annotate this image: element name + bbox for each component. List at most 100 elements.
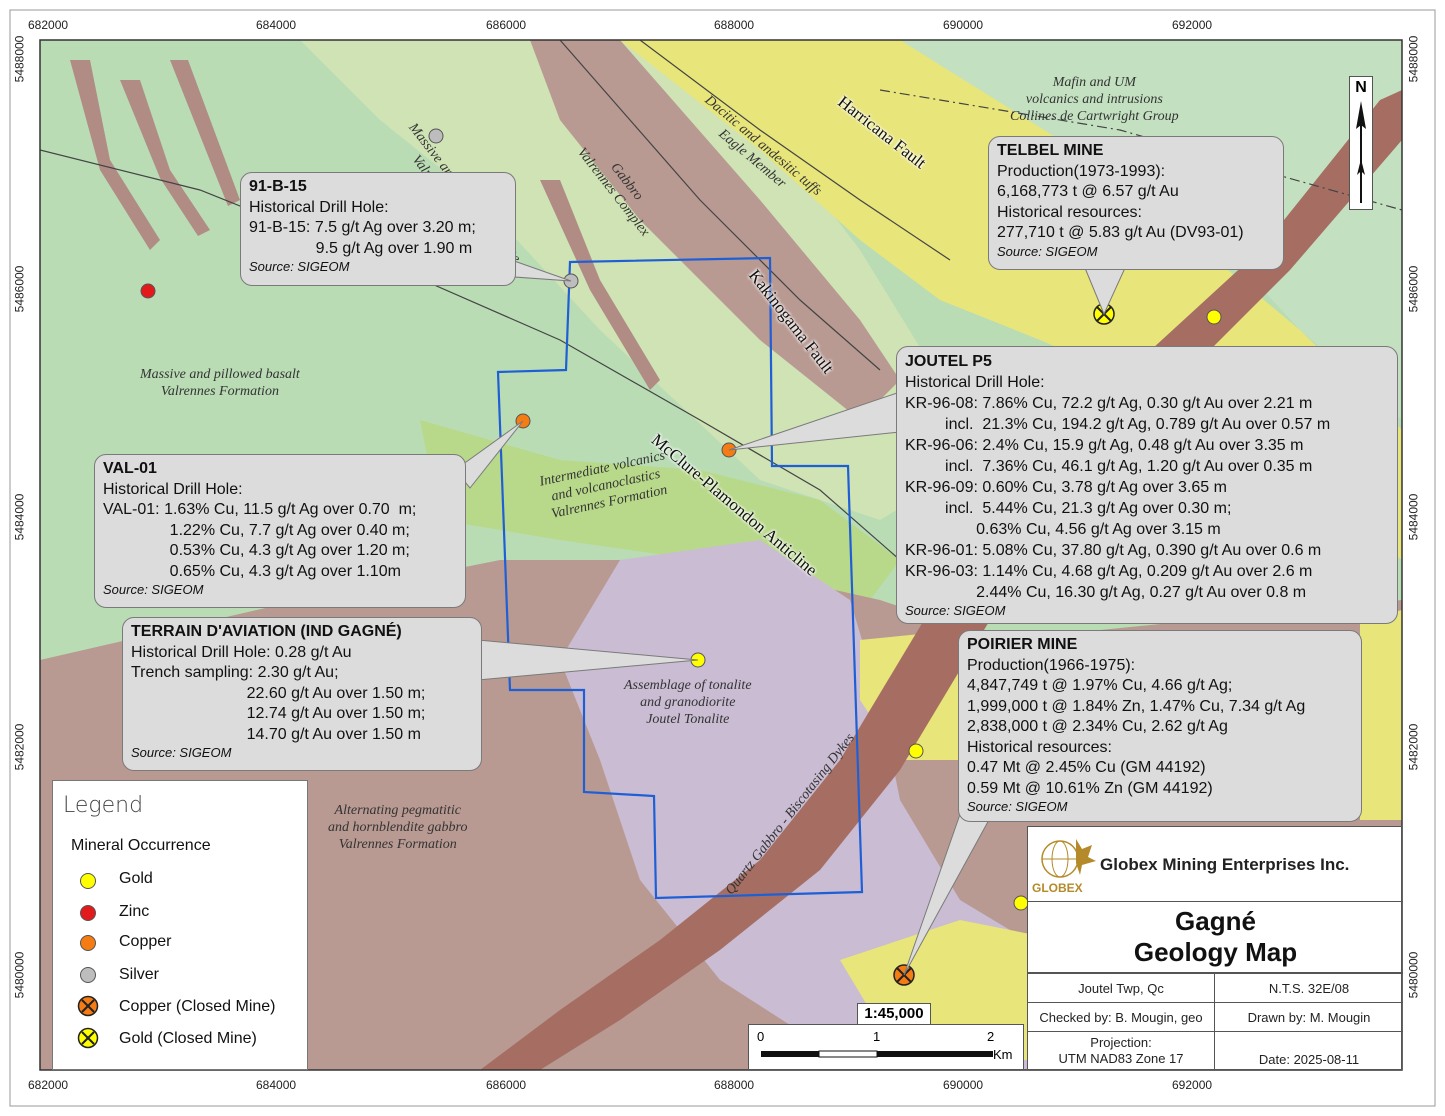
callout-poirier-line: 1,999,000 t @ 1.84% Zn, 1.47% Cu, 7.34 g… [967,697,1306,715]
coord-bottom-688000: 688000 [714,1078,755,1092]
coord-top-688000: 688000 [714,18,755,32]
gold-occurrence-south [1013,895,1029,911]
north-arrow-icon [1356,101,1366,203]
coord-right-5482000: 5482000 [1406,723,1421,771]
map-border [39,39,1403,1071]
callout-joutel-line: KR-96-08: 7.86% Cu, 72.2 g/t Ag, 0.30 g/… [905,395,1313,412]
callout-91b15: 91-B-15 Historical Drill Hole: 91-B-15: … [240,172,516,286]
coord-right-5480000: 5480000 [1406,951,1421,999]
callout-val01-line: Historical Drill Hole: [103,480,243,498]
callout-terrain-line: 12.74 g/t Au over 1.50 m; [131,705,426,722]
label-mafic-1: Mafin and UM [1052,75,1136,90]
globex-logo-text: GLOBEX [1032,881,1083,895]
scale-bar-graphic [761,1050,993,1058]
legend-silver-swatch [80,967,96,983]
coord-left-5484000: 5484000 [12,493,27,541]
label-basalt-1: Massive and pillowed basalt [140,367,300,382]
callout-poirier-line: 0.47 Mt @ 2.45% Cu (GM 44192) [967,759,1206,776]
callout-terrain-line: Trench sampling: 2.30 g/t Au; [131,664,339,681]
label-tonalite-2: and granodiorite [640,695,736,710]
zinc-occurrence [140,283,156,299]
callout-terrain: TERRAIN D'AVIATION (IND GAGNÉ) Historica… [122,617,482,771]
coord-top-686000: 686000 [486,18,527,32]
callout-val01-line: VAL-01: 1.63% Cu, 11.5 g/t Ag over 0.70 … [103,501,417,518]
callout-val01-line: 1.22% Cu, 7.7 g/t Ag over 0.40 m; [103,521,410,539]
scale-unit: Km [993,1047,1013,1062]
legend: Legend Mineral Occurrence Gold Zinc Copp… [52,780,308,1070]
gold-occurrence-east [1206,309,1222,325]
legend-copper-swatch [80,935,96,951]
label-mafic-3: Collines de Cartwright Group [1010,109,1179,124]
map-title-1: Gagné [1175,906,1256,936]
outer-border [9,9,1436,1107]
label-basalt: Massive and pillowed basalt Valrennes Fo… [140,366,300,400]
yellow-patch-east [1360,610,1402,820]
callout-poirier-line: 0.59 Mt @ 10.61% Zn (GM 44192) [967,779,1213,797]
callout-joutel-line: incl. 5.44% Cu, 21.3 g/t Ag over 0.30 m; [905,500,1232,517]
map-title-2: Geology Map [1133,937,1298,967]
callout-joutel-line: 0.63% Cu, 4.56 g/t Ag over 3.15 m [905,521,1221,538]
callout-val01-line: 0.53% Cu, 4.3 g/t Ag over 1.20 m; [103,542,410,559]
label-tonalite-1: Assemblage of tonalite [624,678,752,693]
callout-poirier: POIRIER MINE Production(1966-1975): 4,84… [958,630,1362,822]
fault-ne-line [879,89,1402,211]
callout-poirier-line: 2,838,000 t @ 2.34% Cu, 2.62 g/t Ag [967,718,1228,735]
callout-poirier-title: POIRIER MINE [967,636,1078,653]
label-mafic: Mafin and UM volcanics and intrusions Co… [1010,74,1179,125]
callout-telbel-line: Production(1973-1993): [997,162,1166,180]
north-label: N [1355,79,1367,96]
callout-91b15-line: 9.5 g/t Ag over 1.90 m [249,239,473,257]
callout-91b15-line: 91-B-15: 7.5 g/t Ag over 3.20 m; [249,219,476,236]
dyke-west-1 [70,60,160,250]
callout-joutel-title: JOUTEL P5 [905,353,992,370]
callout-joutel-line: incl. 7.36% Cu, 46.1 g/t Ag, 1.20 g/t Au… [905,458,1313,475]
legend-item-zinc: Zinc [119,903,150,920]
callout-telbel-line: 277,710 t @ 5.83 g/t Au (DV93-01) [997,224,1244,241]
label-pegmatitic: Alternating pegmatitic and hornblendite … [328,802,467,853]
legend-item-gold: Gold [119,870,153,887]
callout-terrain-title: TERRAIN D'AVIATION (IND GAGNÉ) [131,623,402,640]
callout-poirier-line: 4,847,749 t @ 1.97% Cu, 4.66 g/t Ag; [967,677,1233,694]
mcclure-anticline-line [40,149,901,561]
silver-occurrence [428,128,444,144]
callout-91b15-line: Historical Drill Hole: [249,198,389,216]
coord-right-5484000: 5484000 [1406,493,1421,541]
label-basalt-2: Valrennes Formation [160,384,279,399]
legend-item-silver: Silver [119,966,160,983]
callout-poirier-line: Production(1966-1975): [967,656,1136,674]
dyke-west-3 [170,60,240,206]
north-arrow: N [1349,76,1373,210]
projection-label: Projection: [1090,1035,1152,1050]
coord-top-690000: 690000 [943,18,984,32]
callout-joutel-line: KR-96-01: 5.08% Cu, 37.80 g/t Ag, 0.390 … [905,542,1322,559]
coord-left-5482000: 5482000 [12,723,27,771]
callout-val01: VAL-01 Historical Drill Hole: VAL-01: 1.… [94,454,466,608]
callout-91b15-source: Source: SIGEOM [249,259,350,274]
legend-copper-mine-icon [77,995,99,1017]
legend-item-copper-mine: Copper (Closed Mine) [119,998,276,1015]
harricana-fault-line [639,40,951,261]
company-header: GLOBEX Globex Mining Enterprises Inc. [1028,827,1403,901]
coord-top-692000: 692000 [1172,18,1213,32]
callout-terrain-source: Source: SIGEOM [131,745,232,760]
label-tonalite: Assemblage of tonalite and granodiorite … [624,677,752,728]
legend-zinc-swatch [80,905,96,921]
checked-by: Checked by: B. Mougin, geo [1028,1002,1215,1032]
label-pegmatitic-1: Alternating pegmatitic [334,803,461,818]
callout-telbel: TELBEL MINE Production(1973-1993): 6,168… [988,136,1284,270]
callout-91b15-title: 91-B-15 [249,178,307,195]
company-name: Globex Mining Enterprises Inc. [1100,855,1350,874]
scale-tick-1: 1 [873,1029,881,1044]
map-title-cell: Gagné Geology Map [1028,901,1403,973]
gold-occurrence [908,743,924,759]
callout-terrain-line: 22.60 g/t Au over 1.50 m; [131,684,426,702]
legend-subtitle: Mineral Occurrence [71,837,211,854]
andesite-unit [300,40,980,520]
title-block: GLOBEX Globex Mining Enterprises Inc. Ga… [1027,826,1403,1070]
callout-telbel-line: Historical resources: [997,203,1142,221]
callout-joutel-line: KR-96-06: 2.4% Cu, 15.9 g/t Ag, 0.48 g/t… [905,437,1304,454]
callout-joutel: JOUTEL P5 Historical Drill Hole: KR-96-0… [896,346,1398,624]
coord-bottom-682000: 682000 [28,1078,69,1092]
legend-item-gold-mine: Gold (Closed Mine) [119,1030,257,1047]
legend-gold-mine-icon [77,1027,99,1049]
